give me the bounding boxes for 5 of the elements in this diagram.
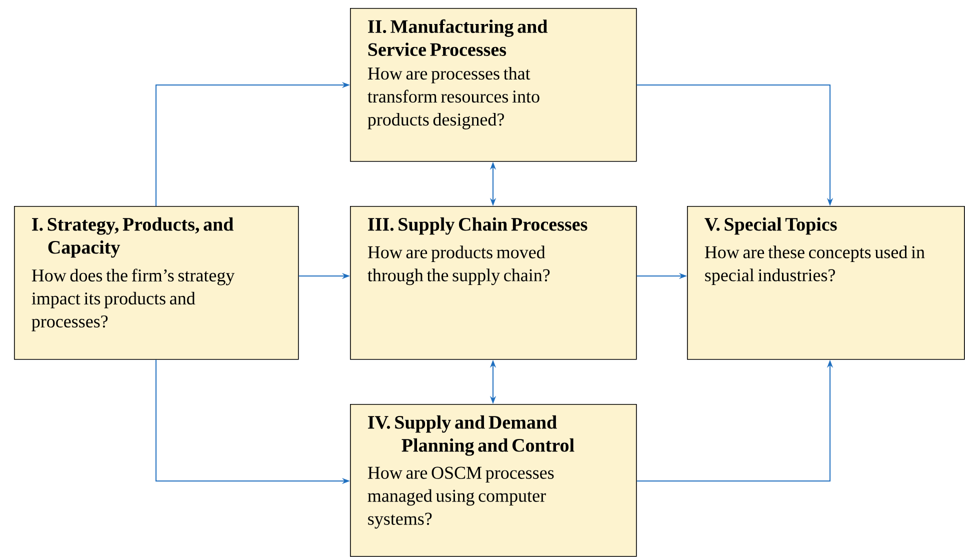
topic-box: V. Special Topics How are these concepts used in special industries? bbox=[687, 206, 965, 360]
topic-box: II. Manufacturing and Service Processes How are processes that transform resources into products designed? bbox=[350, 8, 637, 162]
topic-box: IV. Supply and Demand Planning and Control How are OSCM processes managed using computer systems? bbox=[350, 404, 637, 557]
topic-box: III. Supply Chain Processes How are products moved through the supply chain? bbox=[350, 206, 637, 360]
topic-box: I. Strategy, Products, and Capacity How does the firm’s strategy impact its products and processes? bbox=[14, 206, 299, 360]
